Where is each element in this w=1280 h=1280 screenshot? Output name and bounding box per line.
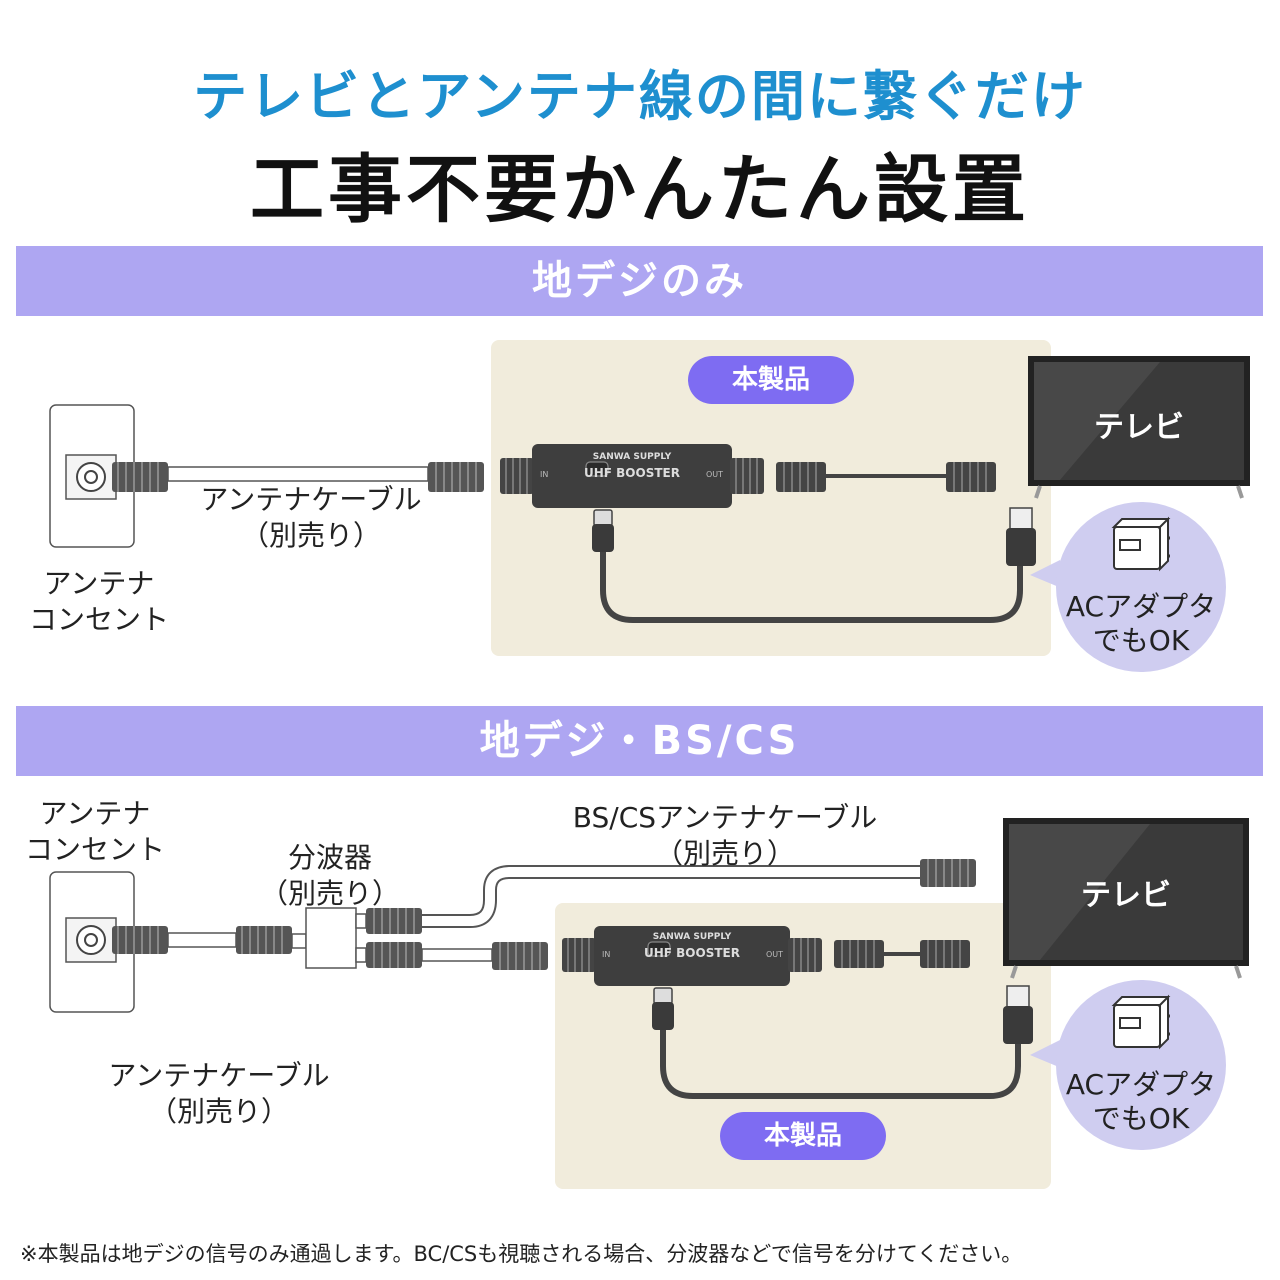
product-label-pill: 本製品 (720, 1112, 886, 1160)
section-band-bscs: 地デジ・BS/CS (16, 706, 1263, 776)
coax-connector-icon (236, 926, 292, 954)
cable-label: アンテナケーブル （別売り） (108, 1059, 330, 1128)
section-band-terrestrial: 地デジのみ (16, 246, 1263, 316)
device-brand: SANWA SUPPLY (592, 452, 672, 462)
bscs-cable-label: BS/CSアンテナケーブル （別売り） (572, 801, 878, 870)
usb-c-plug-icon (653, 987, 673, 1005)
product-label-pill: 本製品 (688, 356, 854, 404)
tv-icon (1003, 818, 1249, 979)
coax-connector-icon (920, 859, 976, 887)
device-model: UHF BOOSTER (644, 946, 740, 960)
coax-connector-icon (920, 940, 970, 968)
adapter-bubble (1056, 980, 1226, 1150)
coax-connector-icon (112, 462, 168, 492)
bscs-cable (422, 867, 920, 926)
device-model: UHF BOOSTER (584, 466, 680, 480)
adapter-label: ACアダプタ でもOK (1065, 590, 1217, 657)
uhf-booster-device-icon (500, 444, 764, 508)
outlet-label: アンテナ コンセント (24, 797, 165, 866)
usb-cable (660, 1030, 1021, 1099)
ac-adapter-icon (1111, 994, 1171, 1050)
coax-connector-icon (776, 462, 826, 492)
splitter-label: 分波器 （別売り） (259, 841, 400, 910)
device-brand: SANWA SUPPLY (652, 932, 732, 942)
outlet-label: アンテナ コンセント (28, 567, 169, 636)
coax-connector-icon (366, 942, 422, 968)
usb-a-plug-icon (1006, 985, 1030, 1009)
device-port-in: IN (602, 950, 611, 959)
device-port-in: IN (540, 470, 549, 479)
coax-connector-icon (492, 942, 548, 970)
coax-connector-icon (946, 462, 996, 492)
headline-title: 工事不要かんたん設置 (250, 147, 1030, 233)
cable-label: アンテナケーブル （別売り） (200, 483, 422, 552)
ac-adapter-icon (1111, 516, 1171, 572)
usb-cable (600, 550, 1023, 623)
adapter-label: ACアダプタ でもOK (1065, 1068, 1217, 1135)
tv-label: テレビ (1094, 410, 1184, 445)
coax-connector-icon (834, 940, 884, 968)
tv-label: テレビ (1081, 878, 1171, 913)
uhf-booster-device-icon (562, 926, 822, 986)
splitter-icon (291, 907, 367, 969)
coax-connector-icon (366, 908, 422, 934)
footnote: ※本製品は地デジの信号のみ通過します。BC/CSも視聴される場合、分波器などで信… (20, 1242, 1023, 1266)
headline-subtitle: テレビとアンテナ線の間に繋ぐだけ (193, 65, 1087, 128)
coax-connector-icon (112, 926, 168, 954)
adapter-bubble (1056, 502, 1226, 672)
device-port-out: OUT (706, 470, 724, 479)
device-port-out: OUT (766, 950, 784, 959)
coax-connector-icon (428, 462, 484, 492)
tv-icon (1028, 356, 1250, 499)
